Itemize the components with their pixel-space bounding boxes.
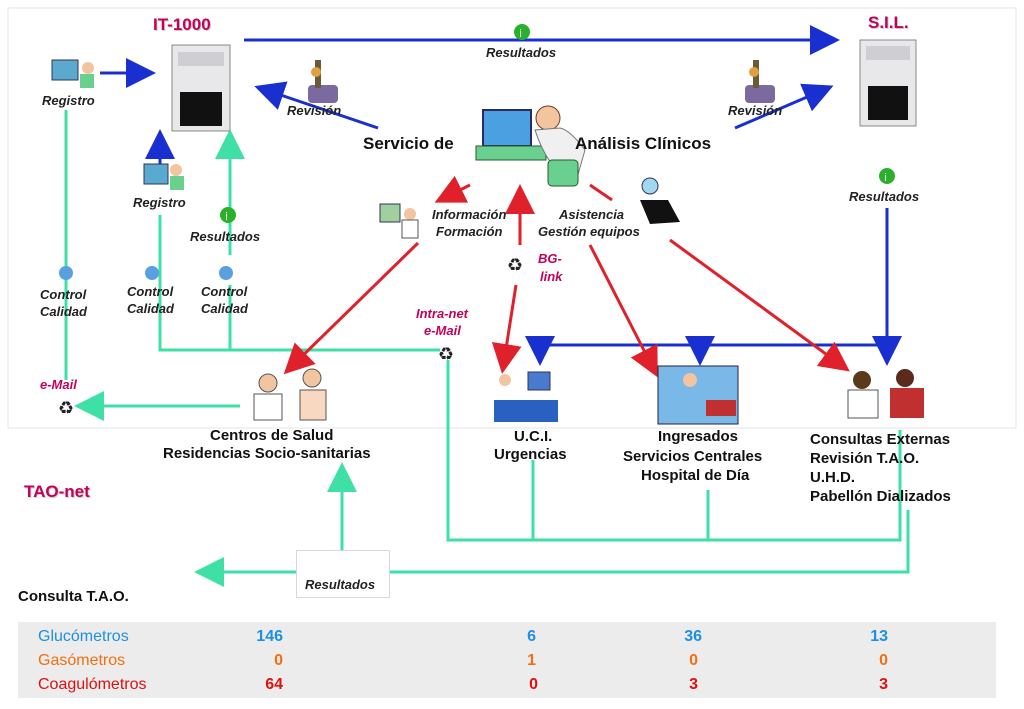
doctor-patient-icon	[253, 368, 327, 421]
resultados-box	[296, 550, 390, 598]
resultados-bottom-label: Resultados	[305, 577, 376, 592]
cell: 64	[265, 676, 283, 693]
analisis-label: Análisis Clínicos	[575, 134, 712, 153]
svg-text:♻: ♻	[58, 398, 74, 419]
consultas-label-2: Revisión T.A.O.	[810, 450, 920, 467]
calidad-label-1: Calidad	[40, 304, 87, 319]
calidad-label-2: Calidad	[127, 301, 174, 316]
cell: 13	[870, 628, 888, 645]
resultados-it-label: Resultados	[190, 229, 261, 244]
cell: 1	[527, 652, 536, 669]
control-calidad-icons	[59, 266, 233, 280]
cell: 146	[256, 628, 283, 645]
taonet-title: TAO-net	[24, 482, 90, 501]
svg-text:♻: ♻	[438, 344, 454, 365]
blue-links	[100, 25, 902, 366]
cell: 0	[689, 652, 698, 669]
control-label-1: Control	[40, 287, 87, 302]
registro-computer2-icon	[143, 163, 184, 190]
tao-net-box	[8, 478, 194, 610]
registro2-label: Registro	[133, 195, 186, 210]
registro-label: Registro	[42, 93, 95, 108]
gestion-label: Gestión equipos	[538, 224, 640, 239]
svg-text:i: i	[225, 210, 228, 223]
panel-border	[7, 7, 1017, 429]
row-name-gasometros: Gasómetros	[38, 652, 126, 669]
recycle-icons: ♻ ♻ ♻	[58, 255, 523, 419]
asistencia-label: Asistencia	[559, 207, 625, 222]
informacion-label: Información	[432, 207, 507, 222]
uci-label-1: U.C.I.	[514, 428, 553, 445]
bglink-label-2: link	[540, 269, 563, 284]
resultados-sil-label: Resultados	[849, 189, 920, 204]
row-name-glucometros: Glucómetros	[38, 628, 129, 645]
cell: 6	[527, 628, 536, 645]
svg-text:i: i	[884, 171, 887, 184]
consultas-label-4: Pabellón Dializados	[810, 488, 951, 505]
ingresados-label-2: Servicios Centrales	[623, 448, 763, 465]
server-it1000-icon	[171, 44, 231, 132]
cell: 3	[879, 676, 888, 693]
calidad-label-3: Calidad	[201, 301, 248, 316]
green-links	[64, 110, 910, 587]
intranet-label-1: Intra-net	[416, 306, 468, 321]
consultas-label-1: Consultas Externas	[810, 431, 951, 448]
consulta-tao-title: Consulta T.A.O.	[18, 588, 129, 605]
sil-title: S.I.L.	[868, 13, 909, 32]
hospital-room-icon	[657, 365, 739, 425]
it1000-title: IT-1000	[153, 15, 211, 34]
ingresados-label-1: Ingresados	[658, 428, 739, 445]
teacher-icon	[379, 203, 419, 239]
cell: 0	[879, 652, 888, 669]
bglink-label-1: BG-	[538, 251, 562, 266]
revision-right-label: Revisión	[728, 103, 783, 118]
control-label-3: Control	[201, 284, 248, 299]
microscope-right-icon	[745, 60, 775, 103]
row-name-coagulometros: Coagulómetros	[38, 676, 147, 693]
consultas-label-3: U.H.D.	[810, 469, 855, 486]
revision-left-label: Revisión	[287, 103, 342, 118]
svg-text:i: i	[519, 27, 522, 40]
servicio-label: Servicio de	[363, 134, 454, 153]
uci-label-2: Urgencias	[494, 446, 567, 463]
cell: 0	[529, 676, 538, 693]
consult-doctors-icon	[847, 369, 924, 419]
cell: 0	[274, 652, 283, 669]
formacion-label: Formación	[436, 224, 503, 239]
microscope-left-icon	[308, 60, 338, 103]
technician-icon	[640, 177, 680, 224]
resultados-top-label: Resultados	[486, 45, 557, 60]
red-links	[283, 175, 850, 378]
ingresados-label-3: Hospital de Día	[641, 467, 750, 484]
email-label: e-Mail	[40, 377, 77, 392]
cell: 3	[689, 676, 698, 693]
intranet-label-2: e-Mail	[424, 323, 461, 338]
control-label-2: Control	[127, 284, 174, 299]
equipment-table	[18, 622, 996, 698]
cell: 36	[684, 628, 702, 645]
lab-technician-icon	[475, 105, 586, 187]
centros-label-2: Residencias Socio-sanitarias	[163, 445, 371, 462]
server-sil-icon	[859, 39, 917, 127]
centros-label-1: Centros de Salud	[210, 427, 334, 444]
svg-text:♻: ♻	[507, 255, 523, 276]
registro-computer-icon	[51, 59, 94, 88]
icu-bed-icon	[494, 371, 558, 422]
